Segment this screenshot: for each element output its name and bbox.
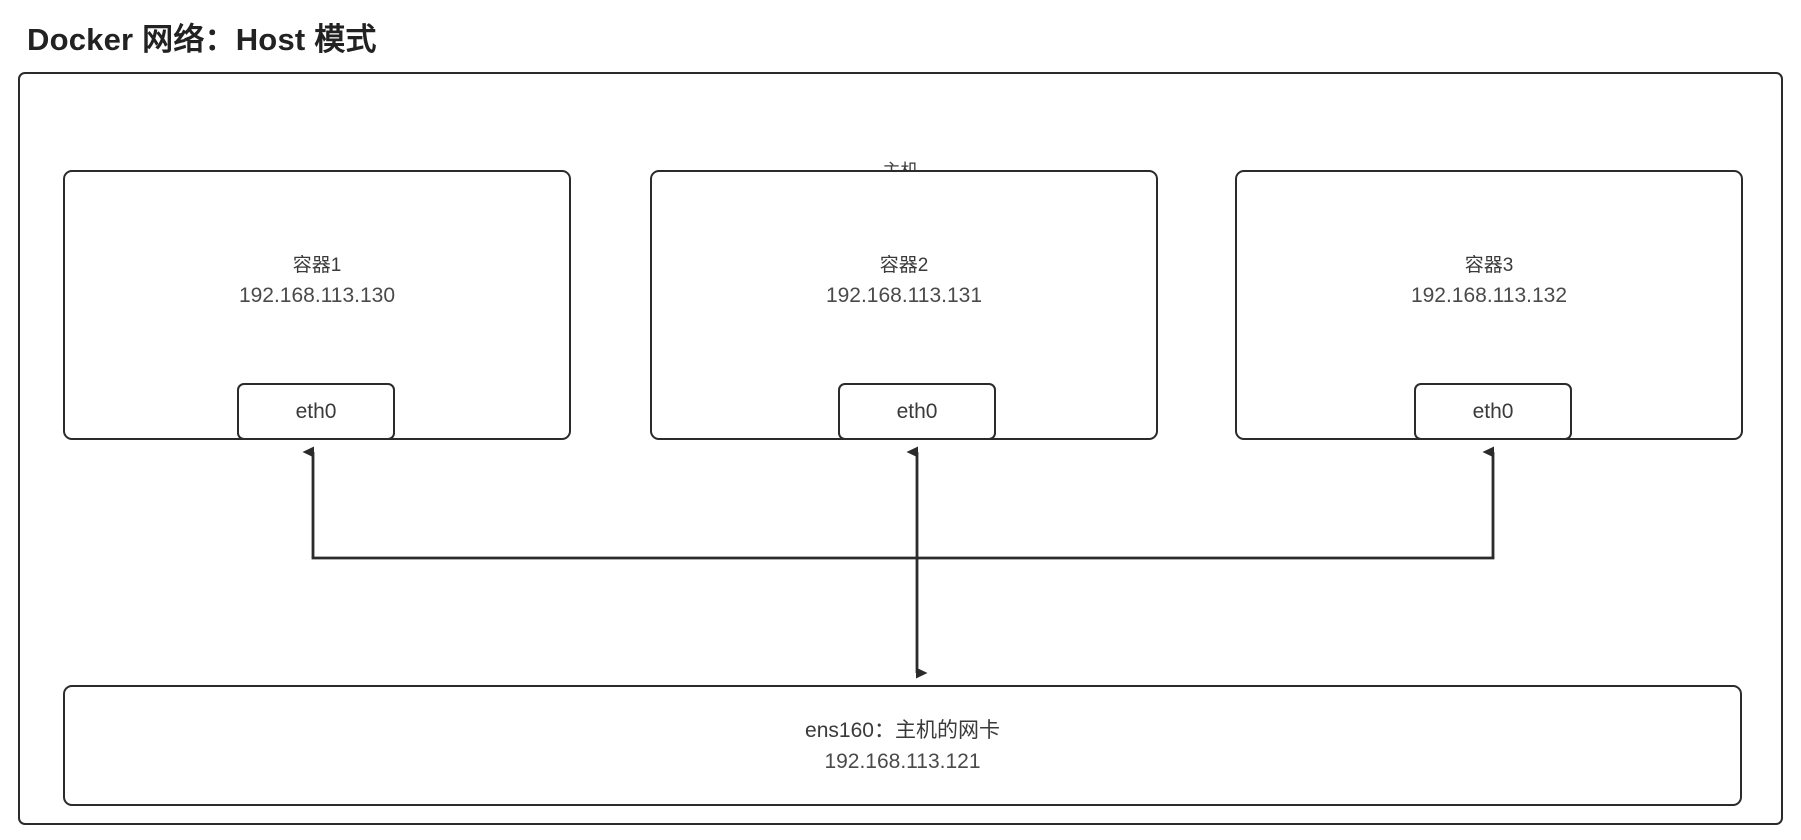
container-2-eth0-box[interactable]: eth0 [838,383,996,440]
container-3-label: 容器3 192.168.113.132 [1237,251,1741,311]
container-2-ip: 192.168.113.131 [825,284,983,307]
container-2-name: 容器2 [879,255,929,276]
container-3-eth0-label: eth0 [1472,399,1514,423]
host-nic-name: ens160：主机的网卡 [805,718,1000,742]
page-title: Docker 网络：Host 模式 [27,22,377,57]
container-1-ip: 192.168.113.130 [238,284,396,307]
container-1-eth0-label: eth0 [295,399,337,423]
container-3-eth0-box[interactable]: eth0 [1414,383,1572,440]
container-1-eth0-box[interactable]: eth0 [237,383,395,440]
container-2-eth0-label: eth0 [896,399,938,423]
container-3-name: 容器3 [1464,255,1514,276]
host-nic-ip: 192.168.113.121 [824,749,981,773]
host-nic-box[interactable]: ens160：主机的网卡 192.168.113.121 [63,685,1742,806]
container-3-ip: 192.168.113.132 [1410,284,1568,307]
container-2-label: 容器2 192.168.113.131 [652,251,1156,311]
container-1-label: 容器1 192.168.113.130 [65,251,569,311]
container-1-name: 容器1 [292,255,342,276]
